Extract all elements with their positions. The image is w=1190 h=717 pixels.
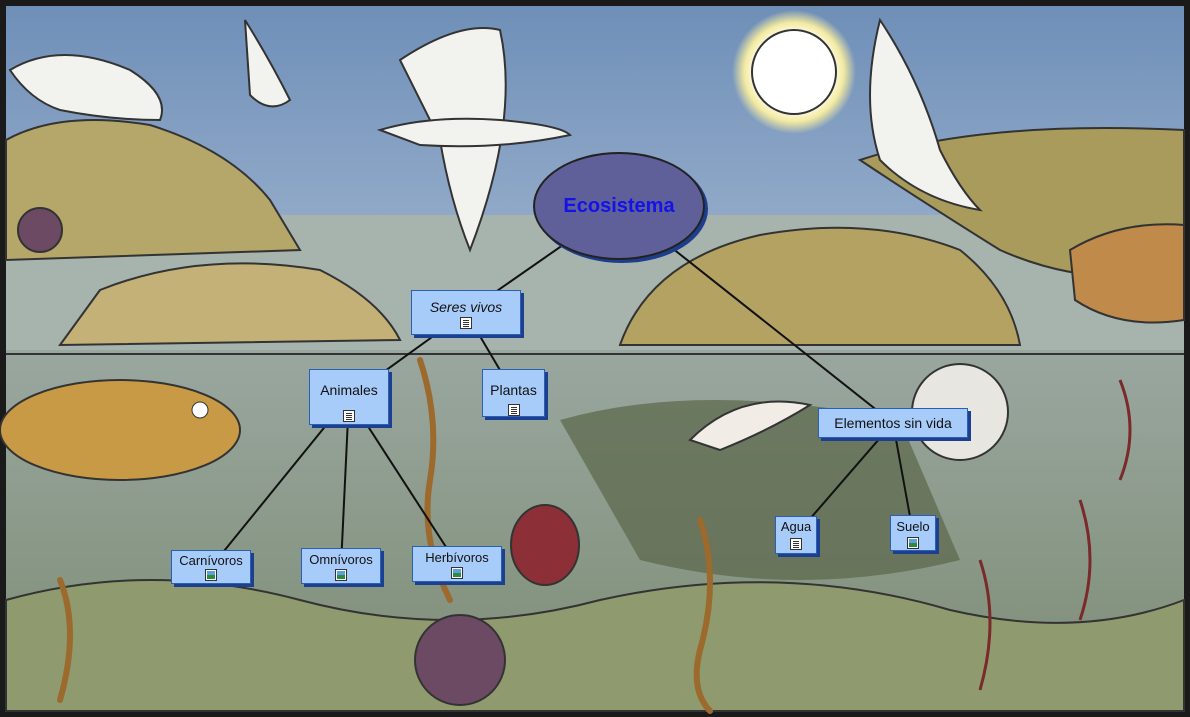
node-label: Animales [320, 382, 378, 398]
document-icon[interactable] [790, 538, 802, 550]
node-agua[interactable]: Agua [775, 516, 817, 554]
node-plantas[interactable]: Plantas [482, 369, 545, 417]
root-node-label: Ecosistema [563, 194, 675, 217]
node-animales[interactable]: Animales [309, 369, 389, 425]
document-icon[interactable] [507, 404, 520, 416]
image-icon[interactable] [907, 537, 919, 549]
anemone-illustration [510, 504, 580, 586]
node-omnivoros[interactable]: Omnívoros [301, 548, 381, 584]
node-label: Carnívoros [179, 553, 243, 568]
image-icon[interactable] [451, 567, 463, 579]
fish-illustration [0, 379, 241, 481]
sea-urchin-illustration [414, 614, 506, 706]
node-label: Omnívoros [309, 552, 373, 567]
document-icon[interactable] [460, 317, 472, 329]
document-icon[interactable] [343, 410, 355, 422]
node-label: Seres vivos [429, 299, 503, 315]
node-label: Elementos sin vida [834, 415, 952, 431]
node-label: Agua [780, 519, 812, 534]
red-algae-illustration [978, 379, 1132, 691]
node-label: Herbívoros [425, 550, 489, 565]
root-node-ecosistema[interactable]: Ecosistema [533, 152, 705, 260]
node-herbivoros[interactable]: Herbívoros [412, 546, 502, 582]
seagull-illustration [8, 17, 983, 253]
node-seres-vivos[interactable]: Seres vivos [411, 290, 521, 335]
node-label: Suelo [896, 519, 930, 534]
image-icon[interactable] [335, 569, 347, 581]
node-suelo[interactable]: Suelo [890, 515, 936, 551]
image-icon[interactable] [205, 569, 217, 581]
node-elementos-sin-vida[interactable]: Elementos sin vida [818, 408, 968, 438]
node-label: Plantas [490, 382, 537, 398]
node-carnivoros[interactable]: Carnívoros [171, 550, 251, 584]
